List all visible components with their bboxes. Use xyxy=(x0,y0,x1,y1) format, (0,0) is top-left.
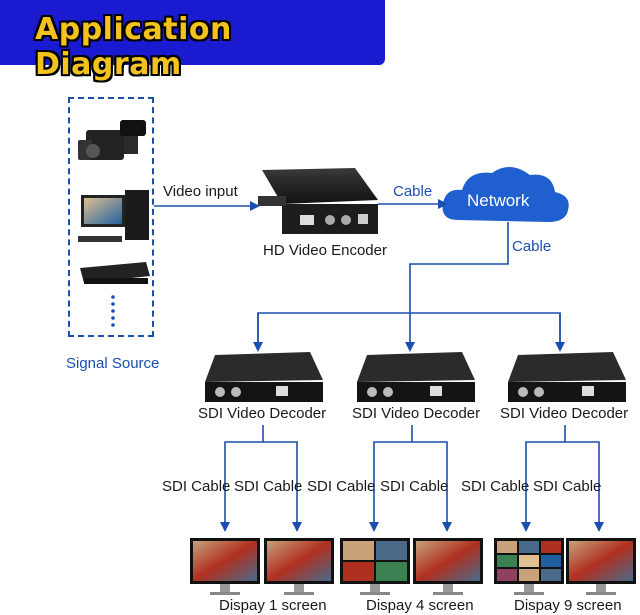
video-input-label: Video input xyxy=(163,183,238,200)
cable-label-top: Cable xyxy=(393,183,433,200)
monitor-icon xyxy=(566,538,636,595)
monitor-icon xyxy=(340,538,410,595)
sdi-cable-label: SDI Cable xyxy=(234,478,303,495)
monitor-icon xyxy=(494,538,564,595)
decoder-label: SDI Video Decoder xyxy=(500,405,629,422)
monitor-icon xyxy=(413,538,483,595)
signal-source-label: Signal Source xyxy=(66,355,160,372)
decoder-label: SDI Video Decoder xyxy=(198,405,327,422)
connector-lines xyxy=(154,199,604,532)
desktop-pc-icon xyxy=(78,190,149,242)
display-1-label: Dispay 1 screen xyxy=(219,597,327,614)
decoder-label: SDI Video Decoder xyxy=(352,405,481,422)
sdi-cable-label: SDI Cable xyxy=(533,478,602,495)
title-banner: Application Diagram xyxy=(0,0,385,82)
monitor-icon xyxy=(190,538,260,595)
network-cloud-icon xyxy=(442,166,569,222)
display-9-label: Dispay 9 screen xyxy=(514,597,622,614)
monitor-icon xyxy=(264,538,334,595)
sdi-cable-label: SDI Cable xyxy=(162,478,231,495)
dvd-player-icon xyxy=(80,262,150,284)
network-label: Network xyxy=(467,191,530,210)
page-title: Application Diagram xyxy=(35,12,232,82)
sdi-decoder-device xyxy=(508,352,626,402)
camcorder-icon xyxy=(78,120,146,160)
more-sources-dots xyxy=(111,295,115,327)
sdi-decoder-device xyxy=(205,352,323,402)
sdi-cable-label: SDI Cable xyxy=(380,478,449,495)
sdi-cable-label: SDI Cable xyxy=(307,478,376,495)
encoder-label: HD Video Encoder xyxy=(263,242,387,259)
sdi-decoder-device xyxy=(357,352,475,402)
display-4-label: Dispay 4 screen xyxy=(366,597,474,614)
sdi-cable-label: SDI Cable xyxy=(461,478,530,495)
video-encoder-device xyxy=(258,168,378,234)
signal-source-box xyxy=(68,97,154,337)
cable-label-down: Cable xyxy=(512,238,552,255)
